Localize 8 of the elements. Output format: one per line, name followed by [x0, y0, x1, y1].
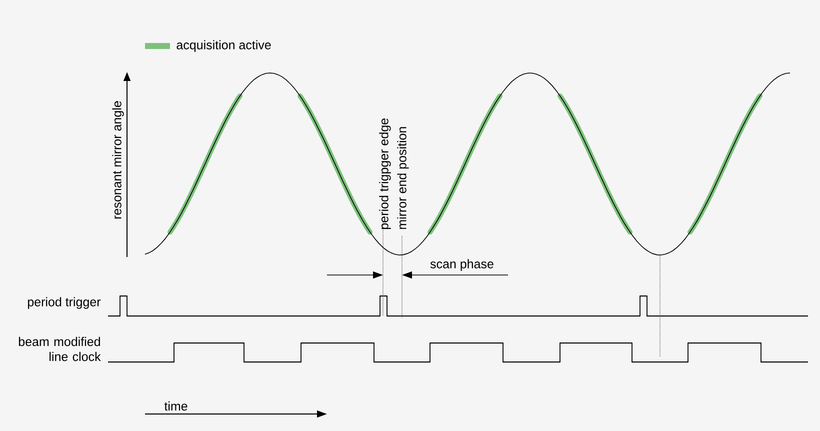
axis-label: time: [164, 401, 188, 411]
signal-label: period trigger: [28, 297, 101, 309]
axis-label: resonant mirror angle: [112, 101, 124, 219]
marker-label: mirror end position: [397, 127, 409, 229]
signal-label: beam modified line clock: [18, 336, 101, 362]
legend-label: acquisition active: [176, 40, 271, 52]
dimension-label: scan phase: [430, 259, 494, 271]
marker-label: period trigpger edge: [379, 118, 391, 229]
